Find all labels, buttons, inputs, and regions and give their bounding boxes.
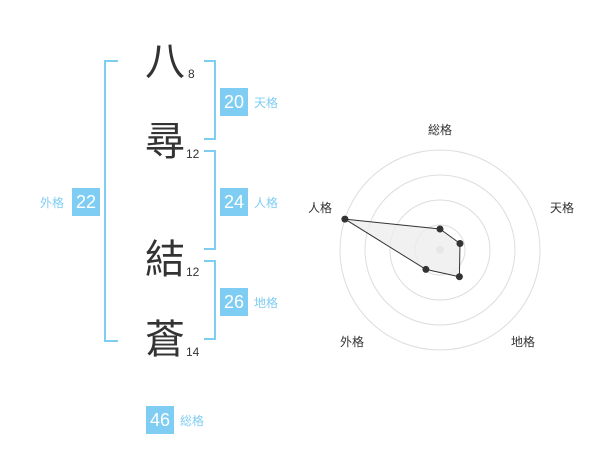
radar-axis-label-soukaku: 総格 bbox=[428, 123, 453, 137]
jinkaku-bracket bbox=[204, 150, 216, 250]
name-char-2-strokes: 12 bbox=[186, 147, 200, 161]
tenkaku-bracket bbox=[204, 60, 216, 140]
tenkaku-badge: 20 bbox=[220, 88, 248, 116]
radar-axis-label-jinkaku: 人格 bbox=[308, 201, 333, 215]
radar-axis-label-tenkaku: 天格 bbox=[550, 201, 575, 215]
name-char-4: 蒼 bbox=[145, 317, 185, 363]
chikaku-badge: 26 bbox=[220, 288, 248, 316]
radar-grid-circle bbox=[389, 199, 491, 301]
name-char-1: 八 bbox=[145, 39, 185, 85]
jinkaku-badge: 24 bbox=[220, 188, 248, 216]
name-char-2: 尋 bbox=[145, 119, 185, 165]
radar-point bbox=[455, 273, 463, 281]
name-char-4-strokes: 14 bbox=[186, 345, 200, 359]
radar-point bbox=[436, 225, 444, 233]
radar-point bbox=[456, 240, 464, 248]
tenkaku-label: 天格 bbox=[254, 96, 279, 110]
chikaku-bracket bbox=[204, 260, 216, 340]
soukaku-badge: 46 bbox=[146, 406, 174, 434]
radar-point bbox=[422, 265, 430, 273]
radar-grid-circle bbox=[339, 149, 541, 351]
gaikaku-badge: 22 bbox=[72, 188, 100, 216]
chikaku-label: 地格 bbox=[254, 296, 279, 310]
gaikaku-bracket bbox=[104, 60, 118, 342]
radar-point bbox=[341, 215, 349, 223]
radar-polygon bbox=[344, 218, 461, 278]
radar-axis-label-gaikaku: 外格 bbox=[340, 335, 365, 349]
name-char-3: 結 bbox=[145, 237, 185, 283]
name-char-3-strokes: 12 bbox=[186, 265, 200, 279]
soukaku-label: 総格 bbox=[180, 414, 205, 428]
jinkaku-label: 人格 bbox=[254, 196, 279, 210]
radar-grid-circle bbox=[364, 174, 516, 326]
radar-axis-label-chikaku: 地格 bbox=[511, 335, 536, 349]
name-char-1-strokes: 8 bbox=[188, 67, 195, 81]
gaikaku-label: 外格 bbox=[40, 196, 65, 210]
